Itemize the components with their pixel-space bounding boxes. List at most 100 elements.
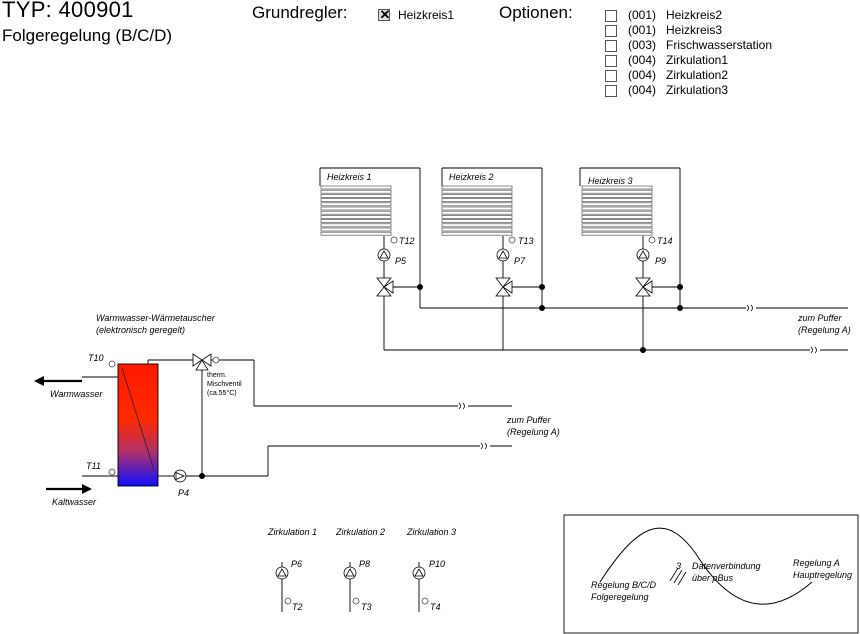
warmwasser-arrow-icon [34,376,82,386]
puffer-top-label: zum Puffer [797,313,843,323]
legend-datenverbindung: Datenverbindung [692,561,761,571]
pump-label: P5 [395,256,407,266]
heizkreis-title: Heizkreis 2 [449,172,494,182]
type-title: TYP: 400901 [2,0,134,22]
pump-icon [377,248,391,262]
mixing-valve-icon [376,277,394,297]
option-name: Heizkreis2 [666,8,723,22]
sensor-icon [508,236,516,244]
pump-icon [343,566,357,580]
pump-label: P6 [291,559,302,569]
mischventil-label: therm. [207,372,227,379]
option-checkbox[interactable] [605,25,617,37]
mixing-valve-icon [495,277,513,297]
heizkreis-title: Heizkreis 3 [588,176,633,186]
heizkreis-3: Heizkreis 3 T14 P9 [581,176,673,297]
option-checkbox[interactable] [605,70,617,82]
legend-pbus: über pBus [692,573,734,583]
legend-folgeregelung: Folgeregelung [591,592,649,602]
kaltwasser-arrow-icon [46,484,92,494]
sensor-label: T4 [430,602,441,612]
heizkreis-2: Heizkreis 2 T13 P7 [441,172,534,297]
junction-dots [199,284,683,479]
sensor-label: T13 [518,236,534,246]
ww-subtitle: (elektronisch geregelt) [96,325,185,335]
sensor-icon [108,360,116,368]
legend-regelung-bcd: Regelung B/C/D [591,580,657,590]
pipe-break-icon [810,346,817,354]
t11-label: T11 [86,461,101,471]
heizkreis-1: Heizkreis 1 T12 P5 [320,172,415,297]
sensor-icon [390,236,398,244]
optionen-label: Optionen: [499,3,573,22]
check-icon: ✕ [379,7,391,22]
grundregler-option[interactable]: ✕ Heizkreis1 [378,7,468,22]
sensor-icon [352,597,360,605]
zirkulation-title: Zirkulation 2 [335,527,385,537]
heizkreis-title: Heizkreis 1 [327,172,372,182]
option-code: (004) [628,68,657,82]
pipe-break-icon [746,304,753,312]
p4-label: P4 [178,488,189,498]
option-checkbox[interactable] [605,10,617,22]
pump-icon [173,469,187,483]
grundregler-checkbox[interactable]: ✕ [378,7,391,22]
option-name: Zirkulation2 [666,68,729,82]
legend-regelung-a: Regelung A [793,558,840,568]
legend-hauptregelung: Hauptregelung [793,570,852,580]
mischventil-label-3: (ca.55°C) [207,389,237,397]
radiator-icon [441,185,513,236]
option-code: (004) [628,83,657,97]
pump-icon [412,566,426,580]
ww-title: Warmwasser-Wärmetauscher [96,313,216,323]
sensor-icon [648,236,656,244]
sensor-label: T14 [657,236,673,246]
page-subtitle: Folgeregelung (B/C/D) [2,26,173,45]
option-name: Zirkulation1 [666,53,729,67]
warmwasser-label: Warmwasser [50,389,103,399]
pump-icon [496,248,510,262]
sensor-label: T2 [292,602,303,612]
option-code: (001) [628,23,657,37]
option-checkbox[interactable] [605,85,617,97]
option-checkbox[interactable] [605,40,617,52]
pipe-break-icon [480,442,487,450]
thermostatic-valve-icon [192,353,212,371]
zirkulation-2: Zirkulation 2 P8 T3 [335,527,385,612]
sensor-label: T3 [361,602,372,612]
pump-icon [636,248,650,262]
puffer-top-sublabel: (Regelung A) [798,325,851,335]
mischventil-label-2: Mischventil [207,381,242,388]
zirkulation-title: Zirkulation 3 [406,527,456,537]
pump-label: P9 [655,256,666,266]
puffer-mid-label: zum Puffer [506,415,552,425]
option-name: Zirkulation3 [666,83,729,97]
radiator-icon [320,185,392,236]
option-name: Frischwasserstation [666,38,773,52]
kaltwasser-label: Kaltwasser [52,497,97,507]
option-name: Heizkreis3 [666,23,723,37]
grundregler-option-label: Heizkreis1 [398,8,455,22]
radiator-icon [581,185,653,236]
hot-water-tank [117,363,159,487]
pump-icon [275,566,289,580]
option-code: (003) [628,38,657,52]
grundregler-label: Grundregler: [252,3,348,22]
pump-label: P7 [514,256,526,266]
zirkulation-title: Zirkulation 1 [267,527,317,537]
zirkulation-3: Zirkulation 3 P10 T4 [406,527,456,612]
zirkulation-1: Zirkulation 1 P6 T2 [267,527,317,612]
pipe-break-icon [458,402,465,410]
t10-label: T10 [88,353,104,363]
option-code: (004) [628,53,657,67]
sensor-icon [108,468,116,476]
puffer-mid-sublabel: (Regelung A) [507,427,560,437]
option-checkbox[interactable] [605,55,617,67]
mixing-valve-icon [635,277,653,297]
legend-number: 3 [676,561,681,571]
sensor-icon [421,597,429,605]
option-code: (001) [628,8,657,22]
sensor-icon [212,356,220,364]
sensor-icon [284,597,292,605]
